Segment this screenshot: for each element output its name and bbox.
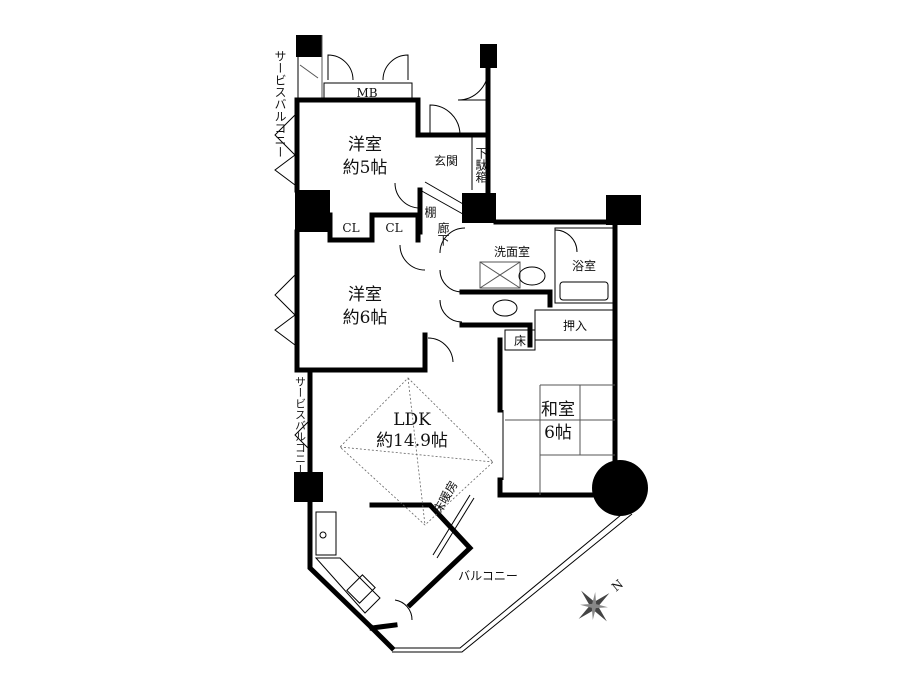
door-swing xyxy=(439,269,463,293)
kitchen-sink xyxy=(315,511,337,556)
room-name: 洋室 xyxy=(348,285,382,305)
pillar xyxy=(294,472,323,502)
door-swing xyxy=(394,182,421,209)
door-swing xyxy=(327,54,354,81)
pillar xyxy=(462,193,496,223)
oshiire-label: 押入 xyxy=(563,319,587,333)
door-swing xyxy=(439,227,466,254)
door-swing xyxy=(382,54,409,81)
window-swing xyxy=(274,274,296,346)
kitchen-counter xyxy=(314,557,381,614)
room-size: 6帖 xyxy=(544,423,572,443)
tokonoma-label: 床 xyxy=(514,334,526,348)
stove-icon xyxy=(346,574,376,604)
shelf-label: 棚 xyxy=(423,205,437,219)
pillar xyxy=(296,35,322,57)
sink-icon xyxy=(518,266,546,286)
room-size: 約6帖 xyxy=(343,308,388,328)
washroom-label: 洗面室 xyxy=(494,244,530,259)
balcony-label: バルコニー xyxy=(458,569,518,583)
floor-heating-area xyxy=(339,377,494,526)
room-size: 約5帖 xyxy=(343,158,388,178)
compass-icon xyxy=(578,590,610,622)
pillar xyxy=(295,190,330,232)
door-swing xyxy=(399,244,426,271)
closet-label: CL xyxy=(385,221,402,235)
service-balcony-label: サービスバルコニー xyxy=(294,376,307,475)
toilet-icon xyxy=(492,299,518,317)
door-swing xyxy=(394,599,413,621)
entrance-label: 玄関 xyxy=(434,153,458,168)
bathroom-label: 浴室 xyxy=(572,258,596,273)
mb-label: MB xyxy=(356,86,377,100)
room-name: 洋室 xyxy=(348,135,382,155)
closet-label: CL xyxy=(342,221,359,235)
door-swing xyxy=(554,229,578,253)
bathtub-icon xyxy=(559,281,609,301)
service-balcony-label: サービスバルコニー xyxy=(273,50,287,158)
window-swing xyxy=(294,419,311,451)
door-swing xyxy=(439,299,463,323)
door-swing xyxy=(457,69,489,101)
round-pillar xyxy=(592,460,648,516)
floor-heating-label: 床暖房 xyxy=(430,478,461,517)
pillar xyxy=(606,195,641,225)
pillar xyxy=(480,44,497,68)
door-swing xyxy=(427,337,454,363)
shoe-box-label: 下駄箱 xyxy=(474,147,488,183)
door-swing xyxy=(429,104,461,136)
room-name: LDK xyxy=(393,410,431,430)
room-size: 約14.9帖 xyxy=(376,431,448,451)
hallway-label: 廊下 xyxy=(436,221,450,246)
north-label: N xyxy=(609,577,626,594)
window-swing xyxy=(274,114,296,186)
room-name: 和室 xyxy=(541,400,575,420)
